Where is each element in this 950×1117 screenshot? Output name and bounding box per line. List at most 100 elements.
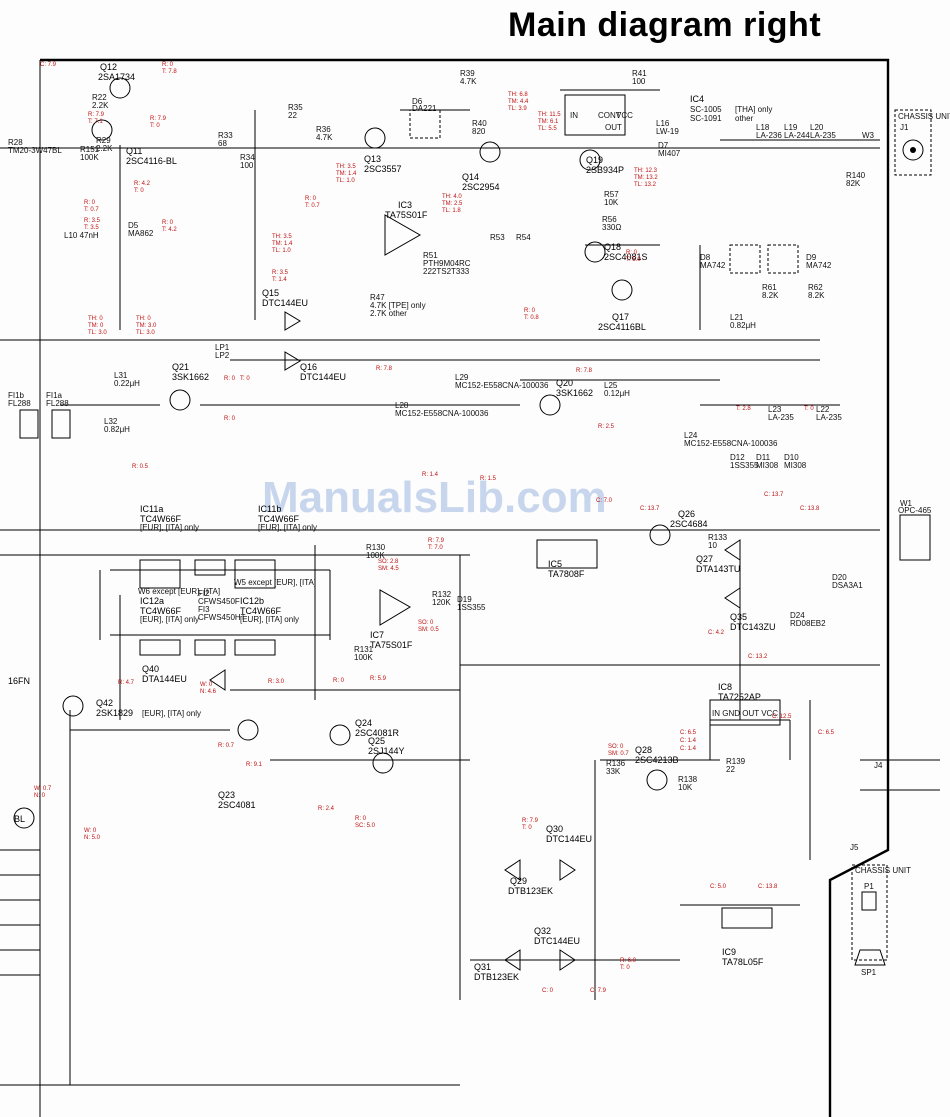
small_labels-r133-label: R133 (708, 533, 728, 542)
small_labels-r29-label: R29 (96, 136, 111, 145)
voltages-r25-label: TM: 1.4 (336, 171, 357, 177)
small_labels-lp1-label: LP1 (215, 343, 230, 352)
voltages-r82-label: W: 0.7 (34, 786, 52, 792)
ic4-part2: SC-1091 (690, 114, 722, 123)
small_labels-l21-label: L21 (730, 313, 744, 322)
small_labels-l18_v-label: LA-236 (756, 131, 782, 140)
voltages-r58-label: C: 13.8 (758, 884, 778, 890)
small_labels-r39-label: R39 (460, 69, 475, 78)
small_labels-r61_v-label: 8.2K (762, 291, 779, 300)
transistors-17-part-label: DTB123EK (508, 886, 553, 896)
small_labels-d20-label: D20 (832, 573, 847, 582)
voltage-annotations: C: 7.9 R: 0 T: 7.8 R: 7.9 T: 7.1 R: 7.9 … (34, 62, 835, 994)
transistors-15-ref-label: Q27 (696, 554, 713, 564)
small_labels-r36-label: R36 (316, 125, 331, 134)
small_labels-w5-label: W5 except [EUR], [ITA] (234, 578, 316, 587)
small_labels-d8-label: D8 (700, 253, 711, 262)
filters-3-ref-label: FI3 (198, 605, 210, 614)
small_labels-r132-label: R132 (432, 590, 452, 599)
small_labels-r133_v-label: 10 (708, 541, 717, 550)
small_labels-d19_v-label: 1SS355 (457, 603, 486, 612)
voltages-r69-label: N: 4.6 (200, 689, 217, 695)
small_labels-r131_v-label: 100K (354, 653, 373, 662)
voltages-r97-label: C: 7.0 (596, 498, 613, 504)
voltages-r54-label: C: 1.4 (680, 738, 697, 744)
transistors-3-part-label: 2SC2954 (462, 182, 500, 192)
voltages-r5-label: R: 7.9 (150, 116, 167, 122)
transistors-19-part-label: DTB123EK (474, 972, 519, 982)
misc-labels: R28 TM20-3W47BL 16FN BL FI1b FL288 FI1a … (8, 138, 246, 824)
voltages-r40-label: T: 0.7 (305, 203, 320, 209)
voltages-r34-label: TM: 0 (88, 323, 104, 329)
ic7-part: TA75S01F (370, 640, 413, 650)
small_labels-r56_v-label: 330Ω (602, 223, 621, 232)
small_labels-w6-label: W6 except [EUR], [ITA] (138, 587, 220, 596)
transistors-23-ref-label: Q42 (96, 698, 113, 708)
voltages-r99-label: T: 0 (240, 376, 250, 382)
transistors-2-part-label: 2SC3557 (364, 164, 402, 174)
voltages-r45-label: R: 3.5 (272, 270, 289, 276)
voltages-r2-label: T: 7.8 (162, 69, 177, 75)
voltages-r24-label: TH: 3.5 (336, 164, 356, 170)
small_labels-ic4_in-label: IN (570, 111, 578, 120)
voltages-r83-label: N: 0 (34, 793, 46, 799)
voltages-r13-label: R: 3.5 (84, 218, 101, 224)
voltages-r61-label: R: 7.8 (576, 368, 593, 374)
ic12b-note: [EUR], [ITA] only (240, 615, 299, 624)
voltages-r4-label: T: 7.1 (88, 119, 103, 125)
opc-connector: W1 OPC-465 (898, 499, 932, 561)
voltages-r33-label: TH: 0 (88, 316, 103, 322)
voltages-r59-label: C: 7.9 (590, 988, 607, 994)
transistors-10-part-label: 3SK1662 (172, 372, 209, 382)
transistors-1-ref-label: Q12 (100, 62, 117, 72)
transistors-9-part-label: 3SK1662 (556, 388, 593, 398)
side_labels-r28-label: R28 (8, 138, 23, 147)
voltages-r85-label: N: 5.0 (84, 835, 101, 841)
voltages-r23-label: TL: 13.2 (634, 182, 657, 188)
small_labels-d11_v-label: MI308 (756, 461, 779, 470)
voltages-r65-label: SM: 4.5 (378, 566, 399, 572)
transistors-0-part-label: 2SC4116-BL (126, 156, 177, 166)
ic12a-note: [EUR], [ITA] only (140, 615, 199, 624)
j1-label: J1 (900, 123, 909, 132)
small_labels-l29_v-label: MC152-E558CNA-100036 (455, 381, 549, 390)
voltages-r94-label: T: 2.8 (736, 406, 751, 412)
filters-1-ref-label: FI1a (46, 391, 63, 400)
voltages-r74-label: SO: 0 (608, 744, 624, 750)
small_labels-r51-label: R51 (423, 251, 438, 260)
voltages-r28-label: TM: 1.4 (272, 241, 293, 247)
sp1-label: SP1 (861, 968, 877, 977)
voltages-r22-label: TM: 13.2 (634, 175, 658, 181)
small_labels-r136-label: R136 (606, 759, 626, 768)
ic11b-note: [EUR], [ITA] only (258, 523, 317, 532)
small_labels-r39_v-label: 4.7K (460, 77, 477, 86)
voltages-r56-label: C: 4.2 (708, 630, 725, 636)
transistors-21-ref-label: Q35 (730, 612, 747, 622)
filters-0-ref-label: FI1b (8, 391, 25, 400)
chassis-bottom-label: CHASSIS UNIT (855, 866, 911, 875)
chassis-unit-bottom: CHASSIS UNIT P1 SP1 J5 J4 (850, 761, 911, 977)
ic11b-ref: IC11b (258, 504, 281, 514)
small_labels-r40-label: R40 (472, 119, 487, 128)
small_labels-d10-label: D10 (784, 453, 799, 462)
j4-label: J4 (874, 761, 883, 770)
transistors-6-ref-label: Q17 (612, 312, 629, 322)
small_labels-d9-label: D9 (806, 253, 817, 262)
ic7-ref: IC7 (370, 630, 384, 640)
w3-label: W3 (862, 131, 875, 140)
voltages-r90-label: R: 0.5 (132, 464, 149, 470)
ic8-part: TA7252AP (718, 692, 761, 702)
small_labels-l31-label: L31 (114, 371, 128, 380)
small_labels-r62_v-label: 8.2K (808, 291, 825, 300)
transistors-23-note-label: [EUR], [ITA] only (142, 709, 201, 718)
voltages-r32-label: TL: 1.8 (442, 208, 461, 214)
small_labels-d10_v-label: MI308 (784, 461, 807, 470)
small_labels-ic4_vcc-label: VCC (616, 111, 633, 120)
watermark: ManualsLib.com (262, 473, 607, 522)
transistors-7-ref-label: Q18 (604, 242, 621, 252)
filters-0-part-label: FL288 (8, 399, 31, 408)
voltages-r41-label: R: 0 (626, 250, 638, 256)
voltages-r43-label: R: 0 (524, 308, 536, 314)
voltages-r63-label: T: 7.0 (428, 545, 443, 551)
voltages-r46-label: T: 1.4 (272, 277, 287, 283)
